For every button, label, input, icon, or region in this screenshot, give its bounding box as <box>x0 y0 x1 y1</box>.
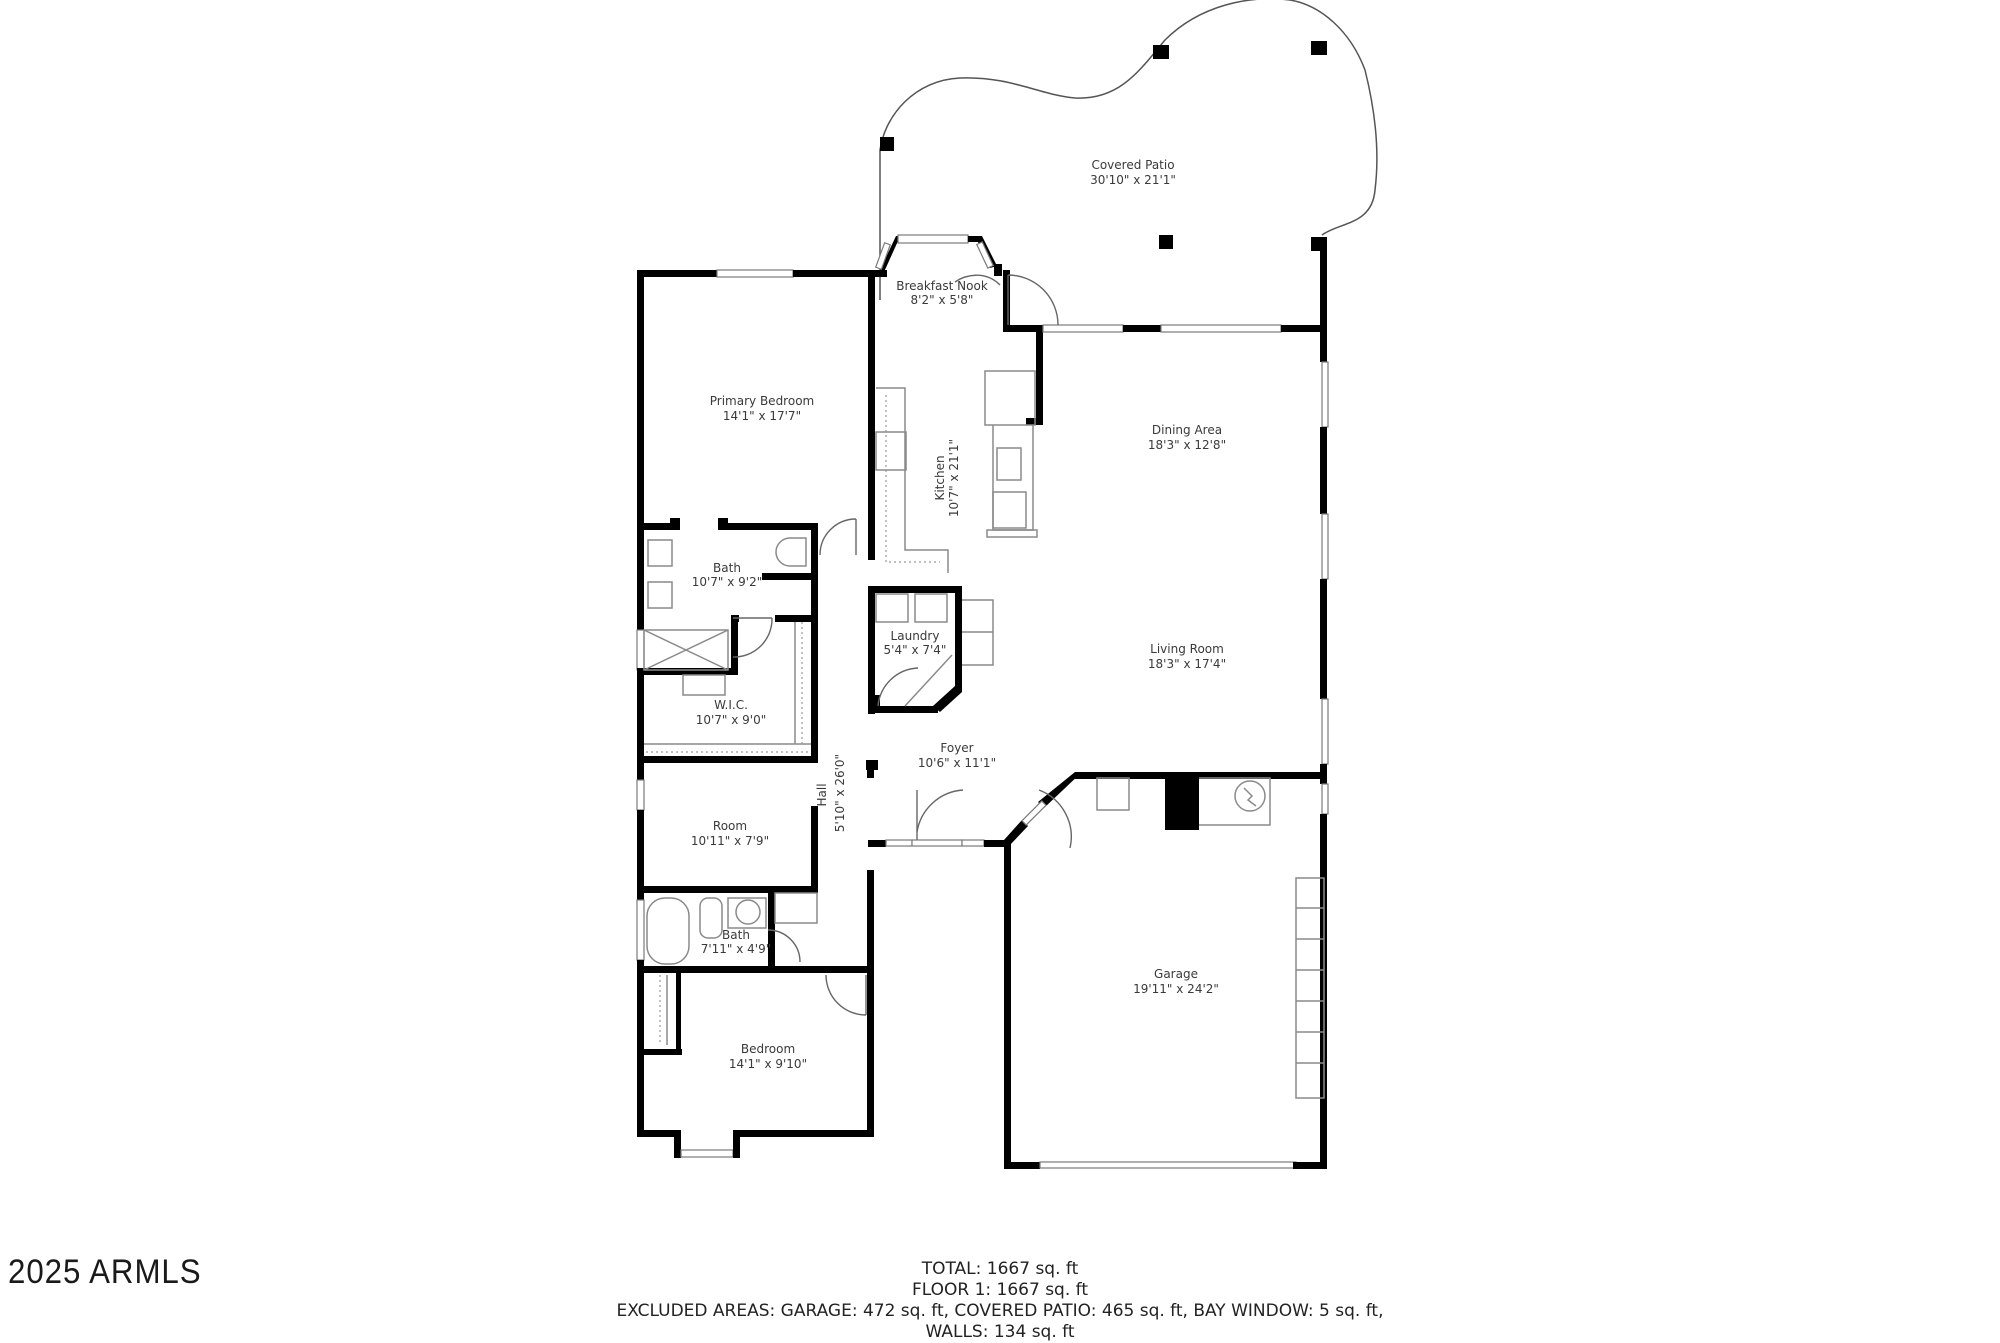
primary-bath-name: Bath <box>713 561 741 575</box>
bath2-dims: 7'11" x 4'9" <box>701 942 772 956</box>
armls-watermark: 2025 ARMLS <box>8 1253 202 1291</box>
dining-area-name: Dining Area <box>1152 423 1222 437</box>
primary-bedroom-name: Primary Bedroom <box>710 394 814 408</box>
total-area: TOTAL: 1667 sq. ft <box>921 1259 1079 1279</box>
bedroom-dims: 14'1" x 9'10" <box>729 1057 807 1071</box>
room-labels: Covered Patio 30'10" x 21'1" Breakfast N… <box>691 158 1226 1071</box>
excluded-areas: EXCLUDED AREAS: GARAGE: 472 sq. ft, COVE… <box>616 1301 1384 1321</box>
garage-dims: 19'11" x 24'2" <box>1133 982 1219 996</box>
laundry-dims: 5'4" x 7'4" <box>884 643 947 657</box>
room-name: Room <box>713 819 747 833</box>
living-room-dims: 18'3" x 17'4" <box>1148 657 1226 671</box>
floor1-area: FLOOR 1: 1667 sq. ft <box>911 1280 1089 1300</box>
hall-dims: 5'10" x 26'0" <box>833 754 847 832</box>
foyer-name: Foyer <box>940 741 973 755</box>
wic-name: W.I.C. <box>714 698 748 712</box>
living-room-name: Living Room <box>1150 642 1224 656</box>
interior-walls <box>637 518 962 1055</box>
doors <box>732 274 1072 1016</box>
foyer-dims: 10'6" x 11'1" <box>918 756 996 770</box>
hall-name: Hall <box>815 783 829 806</box>
garage-name: Garage <box>1154 967 1198 981</box>
laundry-name: Laundry <box>891 629 940 643</box>
area-summary: TOTAL: 1667 sq. ft FLOOR 1: 1667 sq. ft … <box>0 1259 2000 1343</box>
covered-patio-dims: 30'10" x 21'1" <box>1090 173 1176 187</box>
breakfast-nook-dims: 8'2" x 5'8" <box>911 293 974 307</box>
covered-patio-outline <box>879 0 1378 300</box>
breakfast-nook-bay <box>874 234 1002 276</box>
room-dims: 10'11" x 7'9" <box>691 834 769 848</box>
breakfast-nook-name: Breakfast Nook <box>896 279 988 293</box>
primary-bedroom-dims: 14'1" x 17'7" <box>723 409 801 423</box>
wic-dims: 10'7" x 9'0" <box>696 713 767 727</box>
bath2-name: Bath <box>722 928 750 942</box>
covered-patio-name: Covered Patio <box>1091 158 1174 172</box>
kitchen-name: Kitchen <box>933 455 947 500</box>
dining-area-dims: 18'3" x 12'8" <box>1148 438 1226 452</box>
kitchen-dims: 10'7" x 21'1" <box>947 439 961 517</box>
fixtures <box>643 370 1325 1099</box>
primary-bath-dims: 10'7" x 9'2" <box>692 575 763 589</box>
bedroom-name: Bedroom <box>741 1042 795 1056</box>
